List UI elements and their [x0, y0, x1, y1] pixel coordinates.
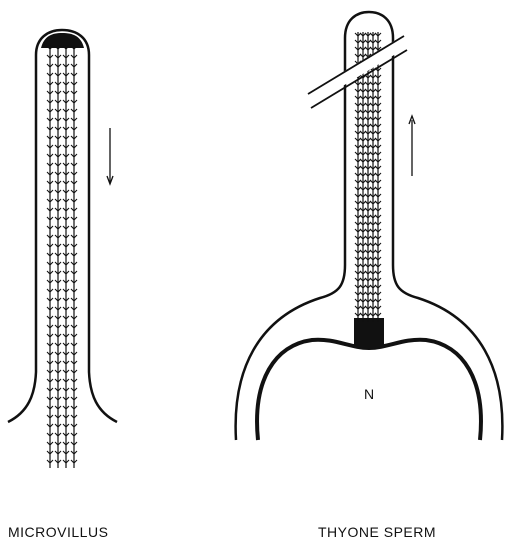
sperm-membrane — [236, 12, 503, 440]
microvillus-filaments — [47, 45, 77, 468]
microvillus-diagram — [8, 30, 117, 468]
microvillus-filament — [55, 45, 61, 468]
microvillus-caption: MICROVILLUS — [8, 524, 108, 540]
sperm-caption: THYONE SPERM — [318, 524, 436, 540]
microvillus-polarity-arrow — [107, 128, 113, 184]
sperm-filament — [375, 32, 381, 322]
sperm-diagram: N — [236, 12, 503, 440]
microvillus-membrane — [8, 30, 117, 422]
microvillus-filament — [71, 45, 77, 468]
microvillus-filament — [63, 45, 69, 468]
sperm-polarity-arrow — [409, 116, 415, 176]
microvillus-filament — [47, 45, 53, 468]
nucleus-label: N — [364, 386, 374, 402]
actomere — [354, 318, 384, 349]
